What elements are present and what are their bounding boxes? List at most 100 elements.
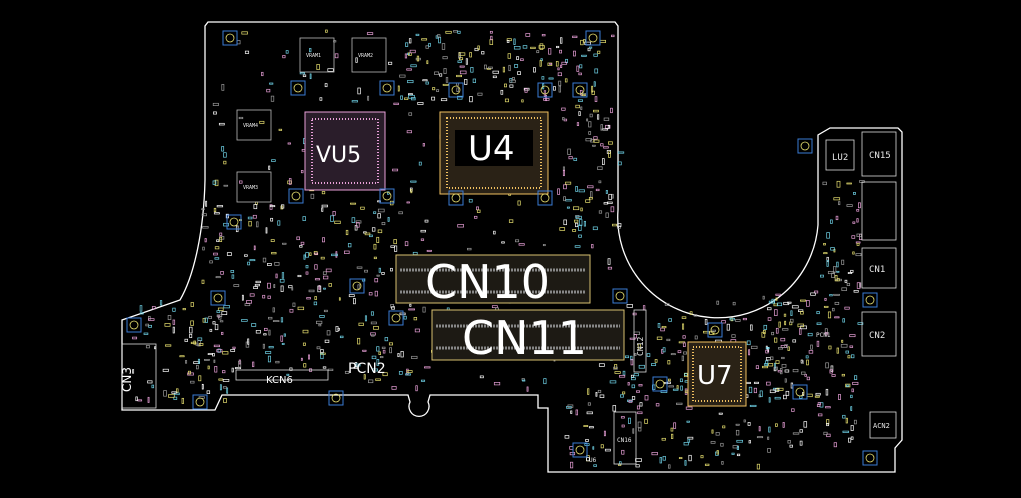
smd-component: [286, 373, 290, 376]
smd-component: [565, 199, 572, 202]
smd-component: [425, 81, 429, 85]
smd-component: [607, 266, 613, 270]
smd-component: [354, 225, 358, 231]
smd-component: [576, 122, 580, 126]
smd-component: [580, 106, 583, 110]
smd-component: [791, 305, 799, 309]
smd-component: [241, 31, 248, 35]
smd-component: [377, 208, 385, 213]
smd-component: [763, 324, 768, 330]
mounting-hole-ring: [291, 191, 301, 201]
smd-component: [280, 335, 284, 342]
smd-component: [849, 334, 856, 338]
smd-component: [769, 389, 776, 394]
smd-component: [241, 294, 244, 301]
smd-component: [780, 345, 787, 348]
smd-component: [748, 349, 751, 356]
smd-component: [767, 448, 771, 453]
smd-component: [139, 305, 143, 312]
smd-component: [393, 102, 399, 105]
smd-component: [853, 419, 857, 425]
smd-component: [388, 342, 393, 346]
smd-component: [598, 180, 602, 184]
smd-component: [292, 302, 296, 307]
smd-component: [179, 355, 185, 358]
smd-component: [610, 206, 615, 213]
mounting-hole-ring: [800, 141, 810, 151]
smd-component: [376, 274, 380, 277]
smd-component: [222, 386, 227, 389]
smd-component: [595, 188, 600, 192]
smd-component: [187, 370, 191, 375]
smd-component: [587, 185, 594, 189]
label-vu5: VU5: [316, 143, 361, 168]
smd-component: [561, 107, 566, 111]
smd-component: [302, 342, 306, 346]
smd-component: [145, 323, 149, 327]
connector-outlines: [121, 131, 897, 465]
smd-component: [445, 77, 449, 83]
mounting-hole-ring: [575, 445, 585, 455]
smd-component: [545, 94, 547, 102]
smd-component: [670, 427, 674, 432]
mounting-hole: [862, 292, 878, 308]
smd-component: [611, 34, 615, 38]
smd-component: [216, 239, 220, 242]
smd-component: [431, 96, 436, 101]
smd-component: [252, 361, 255, 368]
smd-component: [457, 224, 464, 228]
smd-component: [587, 402, 591, 406]
smd-component: [265, 351, 272, 354]
smd-component: [469, 52, 472, 58]
smd-component: [578, 189, 585, 193]
smd-component: [406, 68, 412, 71]
smd-component: [205, 200, 208, 207]
smd-component: [285, 50, 289, 54]
smd-component: [309, 73, 312, 80]
smd-component: [600, 143, 604, 147]
label-lu2: LU2: [832, 153, 848, 163]
smd-component: [390, 245, 395, 248]
smd-component: [316, 346, 321, 350]
smd-component: [668, 464, 671, 469]
label-vram1: VRAM1: [306, 53, 321, 59]
smd-component: [621, 424, 625, 428]
smd-component: [249, 293, 255, 297]
smd-component: [196, 364, 199, 370]
smd-component: [172, 319, 176, 325]
smd-component: [541, 76, 545, 80]
smd-component: [553, 86, 556, 91]
smd-component: [536, 50, 540, 54]
smd-component: [438, 37, 442, 44]
smd-component: [440, 98, 448, 102]
smd-component: [801, 371, 806, 375]
smd-component: [684, 460, 687, 466]
smd-component: [612, 405, 617, 412]
smd-component: [574, 219, 579, 223]
smd-component: [681, 316, 687, 319]
smd-component: [806, 393, 813, 398]
smd-component: [830, 219, 833, 224]
label-cn10: CN10: [425, 255, 550, 309]
smd-component: [661, 437, 666, 441]
smd-component: [521, 99, 524, 103]
smd-component: [853, 192, 856, 195]
smd-component: [578, 72, 582, 76]
mounting-hole: [288, 188, 304, 204]
smd-component: [313, 301, 318, 306]
smd-component: [376, 346, 380, 352]
smd-component: [762, 295, 765, 300]
smd-component: [255, 330, 261, 334]
smd-component: [542, 244, 546, 247]
smd-component: [514, 64, 519, 68]
mounting-hole-ring: [293, 83, 303, 93]
smd-component: [382, 372, 388, 377]
smd-component: [456, 74, 462, 78]
smd-component: [322, 271, 327, 275]
smd-component: [432, 87, 436, 91]
smd-component: [515, 239, 520, 243]
smd-component: [841, 259, 845, 265]
smd-component: [587, 47, 591, 52]
smd-component: [362, 349, 367, 352]
smd-component: [605, 124, 611, 129]
